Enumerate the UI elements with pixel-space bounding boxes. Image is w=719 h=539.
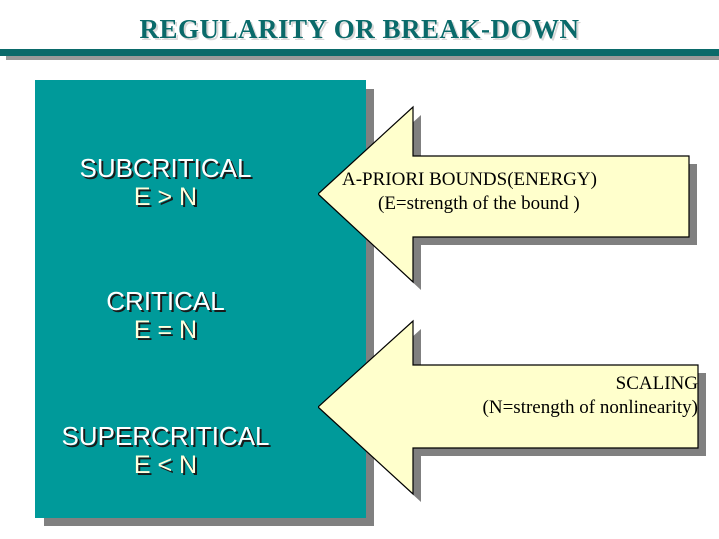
arrow-bounds-line2: (E=strength of the bound ): [378, 192, 580, 214]
page-title: REGULARITY OR BREAK-DOWN: [139, 14, 580, 44]
regime-supercritical-relation: E < N: [133, 451, 198, 480]
regime-supercritical-name: SUPERCRITICAL: [61, 421, 270, 451]
left-arrow-icon: [318, 105, 697, 290]
regime-critical: CRITICAL E = N: [0, 286, 331, 345]
arrow-scaling-line2: (N=strength of nonlinearity): [482, 396, 698, 418]
arrow-scaling-line1: SCALING: [615, 373, 698, 394]
regime-panel: [35, 80, 366, 518]
regime-critical-name: CRITICAL: [106, 286, 225, 316]
regime-supercritical: SUPERCRITICAL E < N: [0, 421, 331, 480]
regime-subcritical: SUBCRITICAL E > N: [0, 153, 331, 212]
title-rule-shadow: [6, 56, 719, 60]
regime-critical-relation: E = N: [133, 316, 198, 345]
arrow-callout-scaling: SCALING (N=strength of nonlinearity): [318, 315, 719, 510]
regime-subcritical-name: SUBCRITICAL: [79, 153, 252, 183]
title-rule: [0, 49, 719, 56]
arrow-bounds-line1: A-PRIORI BOUNDS(ENERGY): [342, 169, 597, 190]
arrow-callout-a-priori-bounds-text: A-PRIORI BOUNDS(ENERGY) (E=strength of t…: [342, 168, 694, 216]
arrow-callout-scaling-text: SCALING (N=strength of nonlinearity): [348, 372, 698, 420]
regime-subcritical-relation: E > N: [133, 183, 198, 212]
arrow-callout-a-priori-bounds: A-PRIORI BOUNDS(ENERGY) (E=strength of t…: [318, 100, 719, 290]
left-arrow-icon: [318, 319, 706, 502]
